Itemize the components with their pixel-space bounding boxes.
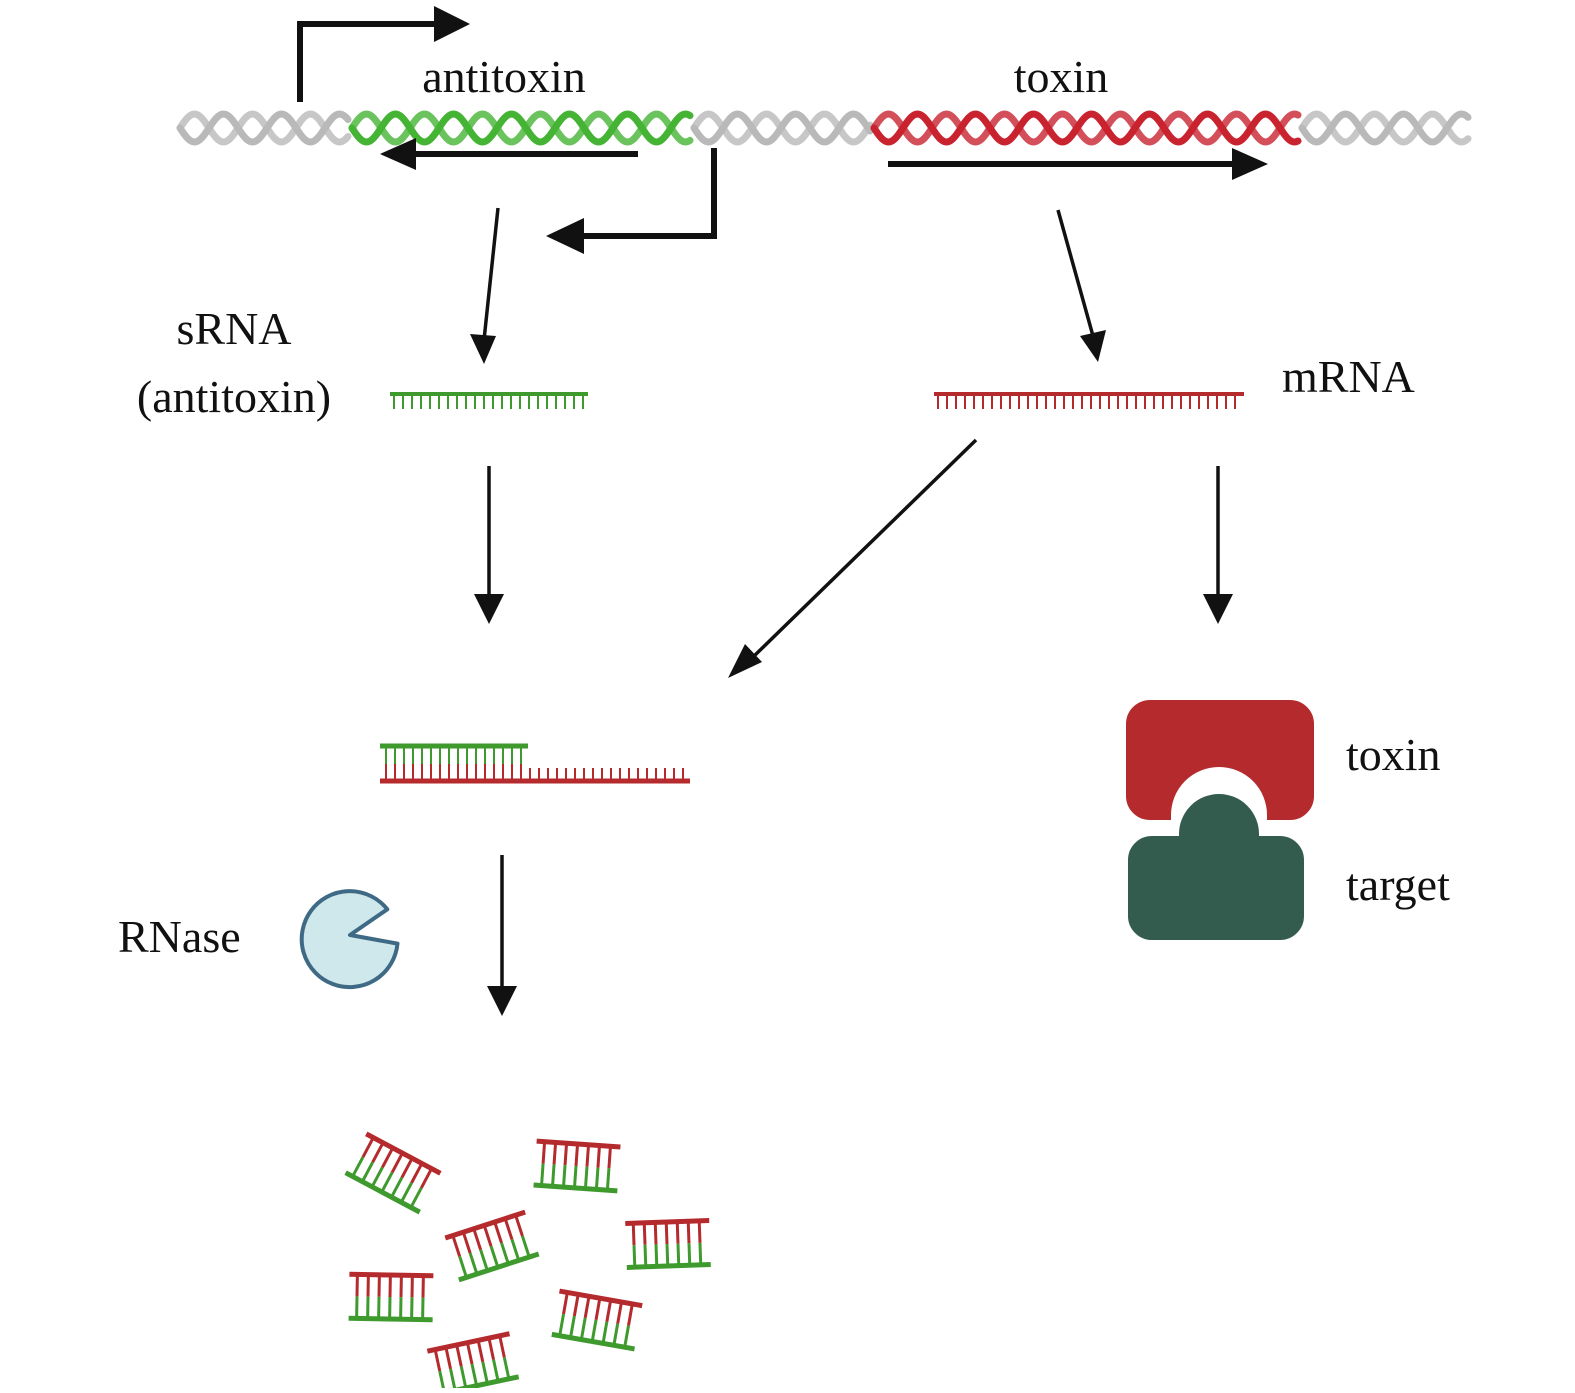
rna-fragment [427,1334,518,1388]
rna-fragment [534,1141,621,1191]
rnase-label: RNase [118,911,241,962]
flow-arrows [470,208,1233,1016]
toxin-gene-dna [874,114,1298,142]
toxin-target-complex [1124,698,1316,942]
mrna-strand [934,394,1244,409]
rna-fragment [552,1291,642,1349]
rna-fragment [346,1134,441,1212]
toxin-protein-label: toxin [1346,729,1441,780]
rnase-icon [302,891,398,987]
rna-fragment [349,1274,434,1319]
dna-spacer-right [1302,114,1468,142]
toxin-transcription-arrow [888,148,1268,180]
rna-fragment [625,1221,710,1268]
target-protein-label: target [1346,859,1450,910]
toxin-gene-label: toxin [1014,51,1109,102]
arrow-antitoxin-to-srna [484,208,498,340]
arrow-toxin-to-mrna [1058,210,1093,336]
antitoxin-gene-label: antitoxin [422,51,586,102]
dna-spacer-middle [694,114,870,142]
dna-helix [180,114,1468,142]
dna-spacer-left [180,114,348,142]
degraded-rna-fragments [346,1134,711,1388]
srna-mrna-duplex [380,746,690,781]
srna-antitoxin-label: (antitoxin) [137,371,331,422]
antitoxin-gene-dna [352,114,690,142]
mrna-label: mRNA [1282,351,1415,402]
rna-fragment [445,1212,538,1280]
toxin-promoter-arrow [546,148,714,254]
arrow-mrna-to-duplex [752,440,976,658]
srna-label: sRNA [176,303,291,354]
srna-strand [390,394,588,409]
